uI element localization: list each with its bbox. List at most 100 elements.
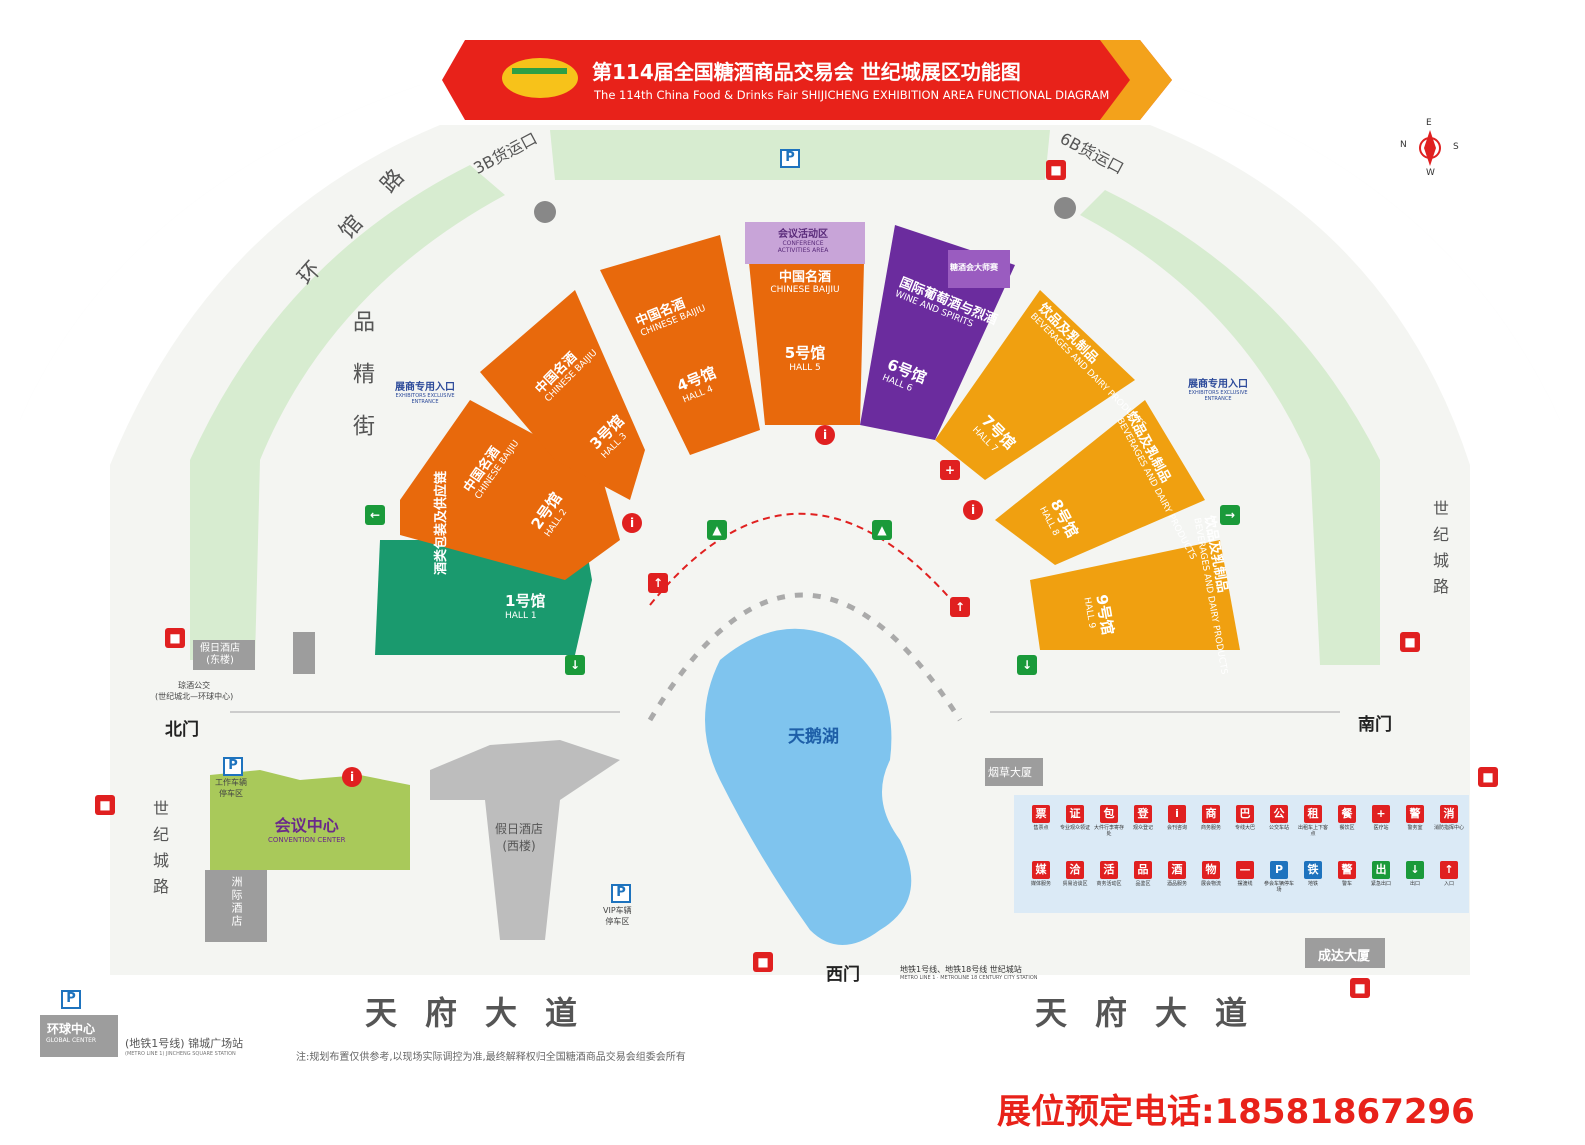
park-west: [190, 165, 505, 660]
yancao-block: [985, 758, 1043, 786]
legend-icon: 登: [1134, 805, 1152, 823]
legend-icon: 酒: [1168, 861, 1186, 879]
compass-n: N: [1400, 140, 1407, 150]
lake-label: 天鹅湖: [788, 727, 839, 747]
hall-1-label: 1号馆 HALL 1: [505, 590, 545, 621]
hall-5-block: [745, 222, 865, 425]
legend-item: 租出租车上下客点: [1298, 805, 1328, 837]
legend-label: 公交车站: [1268, 825, 1289, 831]
entrance-west-en2: ENTRANCE: [411, 399, 439, 405]
legend-label: 专业观众领证: [1060, 825, 1091, 831]
parking-icon-vip: P: [611, 884, 631, 903]
convention-cn: 会议中心: [274, 816, 339, 835]
legend-label: 酒品服务: [1166, 881, 1187, 887]
legend-icon: 包: [1100, 805, 1118, 823]
legend-label: 展会物流: [1200, 881, 1221, 887]
shuttle-route: [649, 512, 961, 611]
legend-label: 地铁: [1307, 881, 1318, 887]
legend-label: 警车: [1341, 881, 1352, 887]
info-icon-convention: i: [342, 767, 362, 787]
legend-item: 警警车: [1332, 861, 1362, 887]
compass-icon: [1419, 130, 1441, 166]
title-banner-tail: [1100, 40, 1172, 120]
bus-icon-south: ■: [1350, 978, 1370, 998]
exhibitor-entrance-east[interactable]: 展商专用入口 EXHIBITORS EXCLUSIVE ENTRANCE: [1188, 375, 1248, 402]
hall-1-en: HALL 1: [505, 611, 537, 621]
metro-jincheng: (地铁1号线) 锦城广场站 (METRO LINE 1) JINCHENG SQ…: [125, 1035, 243, 1057]
legend-label: 出口: [1409, 881, 1420, 887]
road-shijicheng-east: 世纪城路: [1430, 500, 1449, 604]
legend-icon: 商: [1202, 805, 1220, 823]
conference-en1: CONFERENCE: [782, 240, 824, 247]
legend-label: 观众登记: [1132, 825, 1153, 831]
legend-icon: 租: [1304, 805, 1322, 823]
legend-item: 铁地铁: [1298, 861, 1328, 887]
park-north: [550, 130, 1050, 180]
footnote: 注:规划布置仅供参考,以现场实际调控为准,最终解释权归全国糖酒商品交易会组委会所…: [296, 1052, 686, 1063]
entrance-west-cn: 展商专用入口: [395, 382, 455, 393]
hall-5-cn: 5号馆: [784, 344, 826, 362]
title: 第114届全国糖酒商品交易会 世纪城展区功能图 The 114th China …: [442, 38, 1172, 122]
metro-century-cn: 地铁1号线、地铁18号线 世纪城站: [900, 965, 1022, 974]
bus-icon-far-east: ■: [1478, 767, 1498, 787]
legend-icon: —: [1236, 861, 1254, 879]
bus-cn: 琼酒公交: [178, 681, 211, 690]
holiday-west-sub: (西楼): [502, 839, 536, 853]
legend-icon: i: [1168, 805, 1186, 823]
legend-label: 专线大巴: [1234, 825, 1255, 831]
bus-label: 琼酒公交 (世纪城北—环球中心): [155, 680, 233, 702]
legend-icon: P: [1270, 861, 1288, 879]
legend-icon: 品: [1134, 861, 1152, 879]
convention-center-block: [210, 770, 410, 870]
hall-1-category: 酒类包装及供应链: [430, 471, 449, 575]
title-banner: [442, 40, 1172, 120]
metro-jincheng-en: (METRO LINE 1) JINCHENG SQUARE STATION: [125, 1051, 236, 1057]
swan-lake: [705, 628, 912, 945]
legend-label: 餐饮区: [1339, 825, 1355, 831]
gate-west[interactable]: 西门: [826, 965, 860, 985]
gate-south[interactable]: 南门: [1358, 715, 1392, 735]
legend-item: 酒酒品服务: [1162, 861, 1192, 887]
legend-icon: 消: [1440, 805, 1458, 823]
legend-icon: 警: [1406, 805, 1424, 823]
legend-item: 活商务活动区: [1094, 861, 1124, 887]
legend-icon: 洽: [1066, 861, 1084, 879]
parking-icon-global: P: [61, 990, 81, 1009]
legend-label: 紧急出口: [1370, 881, 1391, 887]
title-cn: 第114届全国糖酒商品交易会 世纪城展区功能图: [592, 60, 1021, 84]
exhibitor-entrance-west[interactable]: 展商专用入口 EXHIBITORS EXCLUSIVE ENTRANCE: [395, 378, 455, 405]
gate-north[interactable]: 北门: [165, 720, 199, 740]
hall-1-cn: 1号馆: [505, 592, 546, 610]
legend-label: 商务服务: [1200, 825, 1221, 831]
legend-item: —摆渡线: [1230, 861, 1260, 887]
compass-s: S: [1453, 142, 1459, 152]
legend-icon: 票: [1032, 805, 1050, 823]
medical-icon: +: [940, 460, 960, 480]
legend-icon: 警: [1338, 861, 1356, 879]
legend-label: 大件行李寄存处: [1094, 825, 1125, 837]
legend-icon: 铁: [1304, 861, 1322, 879]
zhouji-hotel-block: [205, 870, 267, 942]
legend-item: 警警务室: [1400, 805, 1430, 831]
bus-icon-east: ■: [1400, 632, 1420, 652]
booking-phone: 展位预定电话:18581867296: [997, 1092, 1475, 1132]
legend-label: 品鉴区: [1135, 881, 1151, 887]
chengda-label: 成达大厦: [1318, 949, 1371, 964]
legend-item: 巴专线大巴: [1230, 805, 1260, 831]
info-icon-hall5: i: [815, 425, 835, 445]
fair-logo-stripe: [512, 68, 567, 74]
global-center-label: 环球中心 GLOBAL CENTER: [46, 1020, 96, 1044]
exit-icon-east: →: [1220, 505, 1240, 525]
holiday-east-label: 假日酒店 (东楼): [200, 643, 240, 666]
legend-item: 包大件行李寄存处: [1094, 805, 1124, 837]
legend-item: 票售票点: [1026, 805, 1056, 831]
legend-item: ↑入口: [1434, 861, 1464, 887]
legend-item: 品品鉴区: [1128, 861, 1158, 887]
legend-icon: +: [1372, 805, 1390, 823]
pillar-east: [1054, 197, 1076, 219]
global-center-block: [40, 1015, 118, 1057]
road-tianfu-west: 天府大道: [365, 994, 606, 1032]
legend-label: 参会车辆停车场: [1264, 881, 1295, 893]
holiday-west-cn: 假日酒店: [495, 822, 544, 836]
